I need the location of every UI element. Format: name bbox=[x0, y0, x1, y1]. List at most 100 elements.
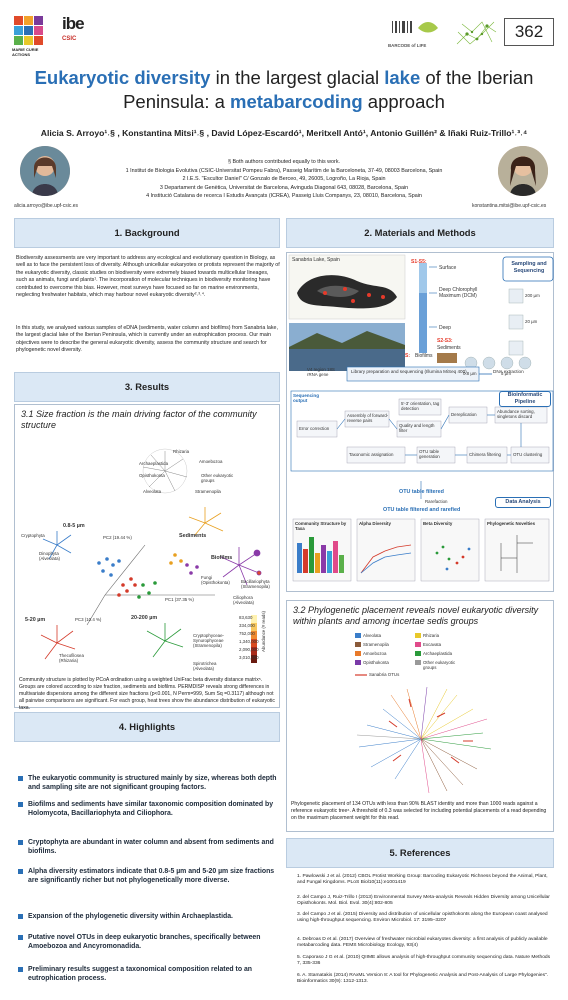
s1-label: S1-S5: bbox=[411, 259, 427, 265]
otu-rarefied-label: OTU table filtered and rarefied bbox=[383, 507, 461, 513]
group-5-20-label: 5-20 µm bbox=[25, 617, 46, 623]
phylo-tree-figure bbox=[355, 633, 492, 794]
step-taxonomic: Taxonomic assignation bbox=[349, 452, 394, 457]
reference-2: 2. del Campo J, Ruiz-Trillo I (2013) Env… bbox=[297, 895, 550, 907]
pcoa-points-biofilms bbox=[185, 563, 199, 575]
results-panel-2: 3.2 Phylogenetic placement reveals novel… bbox=[286, 600, 554, 832]
pca-pc2-label: PC2 (19.44 %) bbox=[103, 535, 132, 540]
analysis-community: Community Structure by Taxa bbox=[295, 521, 347, 531]
results-subtitle-2: 3.2 Phylogenetic placement reveals novel… bbox=[293, 605, 539, 626]
references-header: 5. References bbox=[286, 838, 554, 868]
background-header: 1. Background bbox=[14, 218, 280, 248]
dcm-label: Deep Chlorophyll Maximum (DCM) bbox=[439, 287, 478, 299]
legend-other: Other eukaryotic groups bbox=[423, 660, 456, 670]
ibe-logo-text: ibe bbox=[62, 14, 85, 33]
biofilms-label: Biofilms bbox=[415, 353, 433, 359]
taxa-fungi: Fungi (Opisthokonta) bbox=[201, 575, 230, 585]
background-para-1: Biodiversity assessments are very import… bbox=[16, 255, 280, 299]
highlight-2: Biofilms and sediments have similar taxo… bbox=[18, 800, 283, 818]
affiliation-2: 2 I.E.S. "Escultor Daniel" C/ Gonzalo de… bbox=[182, 176, 386, 183]
step-error-correction: Error correction bbox=[299, 426, 330, 431]
abundance-tick-6: 3,010,000 bbox=[239, 655, 259, 660]
csic-logo-text: CSIC bbox=[62, 36, 77, 42]
authors-line: Alicia S. Arroyo¹˒§ , Konstantina Mitsi¹… bbox=[40, 128, 528, 138]
taxa-bacillariophyta: Bacillariophyta (Stramenopila) bbox=[241, 579, 270, 589]
data-analysis-box-label: Data Analysis bbox=[495, 497, 551, 508]
sanabria-otu-branches bbox=[388, 698, 473, 764]
sediments-label: Sediments bbox=[437, 345, 461, 351]
library-label: Library preparation and sequencing (Illu… bbox=[351, 369, 467, 374]
results-caption-1: Community structure is plotted by PCoA o… bbox=[19, 677, 275, 711]
heat-tree-20-200 bbox=[146, 623, 184, 658]
methods-diagram bbox=[288, 254, 554, 582]
results-caption-2: Phylogenetic placement of 134 OTUs with … bbox=[291, 801, 547, 821]
seq-output-label: Sequencing output bbox=[293, 393, 320, 403]
email-left[interactable]: alicia.arroyo@ibe.upf-csic.es bbox=[14, 203, 78, 209]
results-panel-1: 3.1 Size fraction is the main driving fa… bbox=[14, 404, 280, 711]
tree-legend bbox=[355, 633, 421, 665]
author-photo-right bbox=[498, 146, 548, 196]
affiliation-1: 1 Institut de Biologia Evolutiva (CSIC-U… bbox=[125, 167, 443, 174]
legend-archaeplastida: Archaeplastida bbox=[423, 651, 453, 656]
marie-curie-text: MARIE CURIE ACTIONS bbox=[12, 47, 39, 57]
taxa-cryptophyta: Cryptophyta bbox=[21, 533, 45, 538]
title-part-6: metabarcoding bbox=[230, 91, 363, 112]
highlights-header: 4. Highlights bbox=[14, 712, 280, 742]
abundance-tick-2: 334,000 bbox=[239, 623, 255, 628]
phylo-network-logo bbox=[452, 14, 500, 52]
legend-alveolata: Alveolata bbox=[363, 633, 382, 638]
dna-extraction-label: DNA extraction bbox=[493, 369, 524, 374]
reference-1: 1. Pawlowski J et al. (2012) CBOL Protis… bbox=[297, 874, 548, 886]
highlight-7: Preliminary results suggest a taxonomica… bbox=[18, 965, 283, 983]
marie-curie-logo: MARIE CURIE ACTIONS bbox=[12, 14, 56, 57]
group-08-5-label: 0.8-5 µm bbox=[63, 523, 85, 529]
taxa-other: Other eukaryotic groups bbox=[201, 473, 234, 483]
taxa-opisthokonta: Opisthokonta bbox=[139, 473, 165, 478]
deep-label: Deep bbox=[439, 325, 451, 331]
bioinf-box-label: Bioinformatic Pipeline bbox=[499, 391, 551, 407]
highlight-1: The eukaryotic community is structured m… bbox=[18, 774, 283, 792]
abundance-scale bbox=[251, 615, 257, 663]
title-part-4: of the Iberian bbox=[420, 67, 534, 88]
unrooted-tree bbox=[356, 686, 492, 794]
analysis-phylo: Phylogenetic Novelties bbox=[487, 521, 536, 526]
abundance-title: Abundance (# reads) bbox=[261, 611, 266, 653]
title-part-1: Eukaryotic diversity bbox=[34, 67, 211, 88]
author-photo-left bbox=[20, 146, 70, 196]
analysis-beta: Beta Diversity bbox=[423, 521, 453, 526]
step-chimera: Chimera filtering bbox=[469, 452, 501, 457]
abundance-tick-4: 1,340,000 bbox=[239, 639, 259, 644]
taxa-amoebozoa: Amoebozoa bbox=[199, 459, 223, 464]
step-otu-clustering: OTU clustering bbox=[513, 452, 543, 457]
email-right[interactable]: konstantina.mitsi@ibe.upf-csic.es bbox=[472, 203, 547, 209]
analysis-alpha: Alpha Diversity bbox=[359, 521, 391, 526]
step-assembly: Assembly of forward-reverse pairs bbox=[347, 413, 389, 423]
group-sediments-label: Sediments bbox=[179, 533, 207, 539]
title-part-3: lake bbox=[384, 67, 421, 88]
surface-label: Surface bbox=[439, 265, 457, 271]
sampling-box-label: Sampling and Sequencing bbox=[511, 261, 547, 274]
group-biofilms-label: Biofilms bbox=[211, 555, 233, 561]
map-label: Sanabria Lake, Spain bbox=[292, 257, 340, 263]
poster-title: Eukaryotic diversity in the largest glac… bbox=[10, 66, 558, 114]
rarefaction-label: Rarefaction bbox=[425, 499, 448, 504]
otu-filtered-label: OTU table filtered bbox=[399, 489, 444, 495]
v4-region-label: V4 region 18S rRNA gene bbox=[307, 367, 335, 377]
s2-label: S2-S3: bbox=[437, 338, 453, 344]
methods-header: 2. Materials and Methods bbox=[286, 218, 554, 248]
background-para-2: In this study, we analysed various sampl… bbox=[16, 325, 278, 354]
size-5-label: 5 µm bbox=[501, 371, 511, 376]
size-200-label: 200 µm bbox=[525, 293, 540, 298]
legend-opisthokonta: Opisthokonta bbox=[363, 660, 389, 665]
legend-stramenopila: Stramenopila bbox=[363, 642, 389, 647]
abundance-tick-1: 83,630 bbox=[239, 615, 253, 620]
title-part-2: in the largest glacial bbox=[210, 67, 385, 88]
step-otu-table: OTU table generation bbox=[419, 449, 440, 459]
pcoa-points-0.8-5 bbox=[97, 557, 121, 577]
affiliation-note: § Both authors contributed equally to th… bbox=[227, 159, 341, 165]
barcode-of-life-logo: BARCODE of LIFE bbox=[388, 18, 448, 48]
legend-rhizaria: Rhizaria bbox=[423, 633, 440, 638]
title-part-7: approach bbox=[362, 91, 445, 112]
taxa-thecofilosea: Thecofilosea (Rhizaria) bbox=[59, 653, 84, 663]
abundance-tick-5: 2,090,000 bbox=[239, 647, 259, 652]
